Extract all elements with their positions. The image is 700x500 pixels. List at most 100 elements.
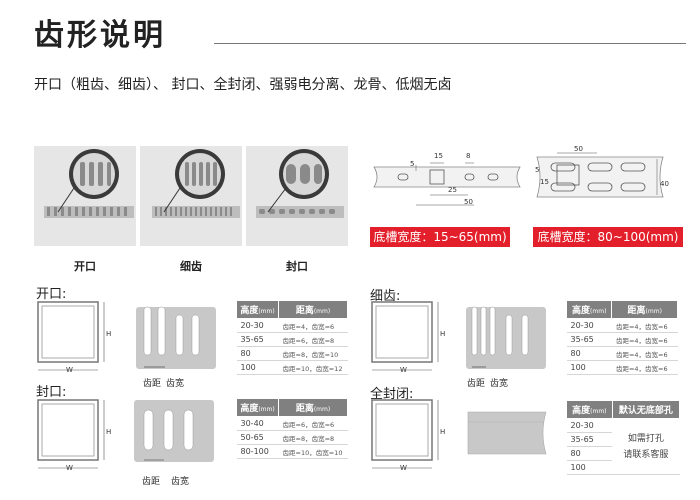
tooth-width-label: 齿宽: [166, 379, 185, 389]
kaikou-trunking-illustration: [44, 149, 134, 218]
table-row: 80: [566, 446, 680, 461]
cross-section-drawing: [371, 301, 439, 371]
dim-wide-40: 40: [660, 180, 669, 188]
cross-section-xichi: [364, 298, 444, 378]
wide-slot-dimension-drawing: [536, 152, 664, 198]
section-label-quanfengbi: 全封闭:: [370, 387, 414, 402]
table-row: 35-65: [566, 432, 680, 447]
tooth-gap-label: 齿距: [143, 379, 162, 389]
note-line: 如需打孔: [627, 433, 664, 444]
col-height: 高度(mm): [565, 300, 613, 319]
fengkou-trunking-illustration: [256, 149, 344, 218]
col-height: 高度(mm): [235, 300, 280, 319]
dim-wide-50: 50: [574, 145, 583, 153]
base-width-badge-wide: 底槽宽度：80~100(mm): [533, 227, 683, 247]
page-title: 齿形说明: [34, 18, 166, 53]
tooth-illustration-kaikou: [136, 305, 218, 377]
dim-5: 5: [410, 160, 415, 168]
height-cell: 30-40: [236, 416, 279, 431]
section-label-kaikou: 开口:: [36, 287, 67, 302]
cross-section-quanfengbi: [364, 396, 444, 476]
distance-cell: 齿距=6，齿宽=6: [278, 416, 348, 431]
dim-15: 15: [434, 152, 443, 160]
cross-section-kaikou: [30, 298, 110, 378]
distance-cell: 齿距=6，齿宽=8: [278, 332, 348, 347]
cross-section-drawing: [37, 301, 105, 371]
h-label: H: [440, 428, 446, 436]
height-cell: 100: [566, 360, 612, 375]
tooth-drawing: [134, 400, 214, 462]
tooth-drawing: [136, 306, 216, 369]
w-label: W: [66, 464, 73, 472]
tooth-illustration-xichi: [466, 305, 548, 377]
slot-dimension-drawing: [373, 162, 521, 206]
title-divider: [214, 43, 686, 44]
height-cell: 20-30: [236, 318, 279, 333]
height-cell: 80: [566, 446, 613, 461]
closed-trunking-drawing: [467, 411, 547, 455]
dim-50: 50: [464, 198, 473, 206]
height-cell: 80: [236, 346, 279, 361]
dim-25: 25: [448, 186, 457, 194]
photo-label-kaikou: 开口: [74, 260, 96, 273]
col-distance: 距离(mm): [278, 300, 348, 319]
contact-note: 如需打孔请联系客服: [612, 418, 680, 475]
height-cell: 100: [566, 460, 613, 475]
tooth-width-label: 齿宽: [171, 477, 190, 487]
cross-section-drawing: [371, 399, 439, 469]
height-cell: 20-30: [566, 318, 612, 333]
distance-cell: 齿距=4，齿宽=6: [611, 346, 678, 361]
distance-cell: 齿距=10，齿宽=10: [278, 444, 348, 459]
photo-label-fengkou: 封口: [286, 260, 308, 273]
h-label: H: [106, 330, 112, 338]
distance-cell: 齿距=8，齿宽=8: [278, 430, 348, 445]
note-line: 请联系客服: [623, 449, 669, 460]
drawing-wide-base: [533, 145, 693, 215]
height-cell: 100: [236, 360, 279, 375]
intro-text: 开口（粗齿、细齿）、 封口、全封闭、强弱电分离、龙骨、低烟无卤: [34, 77, 452, 93]
section-label-xichi: 细齿:: [370, 289, 401, 304]
w-label: W: [66, 366, 73, 374]
col-distance: 距离(mm): [278, 398, 348, 417]
h-label: H: [106, 428, 112, 436]
height-cell: 20-30: [566, 418, 613, 433]
base-width-badge-narrow: 底槽宽度：15~65(mm): [370, 227, 510, 247]
distance-cell: 齿距=8，齿宽=10: [278, 346, 348, 361]
col-default-no-holes: 默认无底部孔: [611, 400, 681, 419]
dim-wide-15: 15: [540, 178, 549, 186]
distance-cell: 齿距=4，齿宽=6: [611, 318, 678, 333]
drawing-narrow-base: [370, 145, 530, 215]
tooth-width-label: 齿宽: [490, 379, 509, 389]
col-height: 高度(mm): [235, 398, 280, 417]
photo-kaikou: [34, 146, 136, 246]
w-label: W: [400, 366, 407, 374]
tooth-drawing: [466, 306, 546, 369]
xichi-trunking-illustration: [152, 149, 240, 218]
tooth-gap-label: 齿距: [142, 477, 161, 487]
height-cell: 35-65: [236, 332, 279, 347]
photo-xichi: [140, 146, 242, 246]
height-cell: 35-65: [566, 432, 613, 447]
height-cell: 35-65: [566, 332, 612, 347]
photo-fengkou: [246, 146, 348, 246]
tooth-gap-label: 齿距: [467, 379, 486, 389]
distance-cell: 齿距=4，齿宽=6: [278, 318, 348, 333]
table-row: 100: [566, 460, 680, 475]
h-label: H: [440, 330, 446, 338]
dim-8: 8: [466, 152, 471, 160]
